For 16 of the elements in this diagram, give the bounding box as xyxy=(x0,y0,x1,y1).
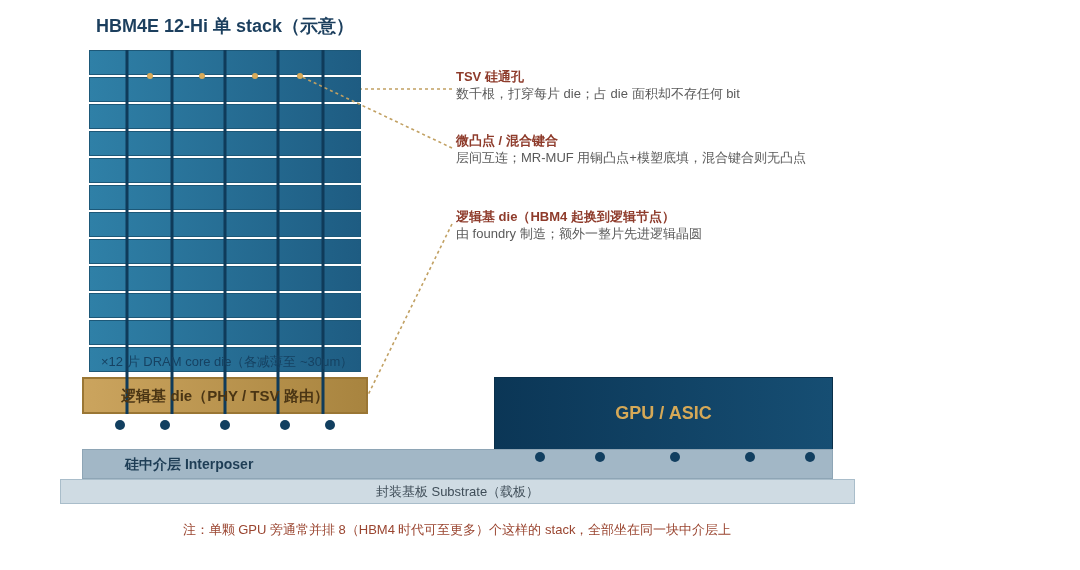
note-heading: 微凸点 / 混合键合 xyxy=(456,132,558,149)
note-text: 数千根，打穿每片 die；占 die 面积却不存任何 bit xyxy=(456,85,740,102)
leader-line xyxy=(367,223,453,396)
title: HBM4E 12-Hi 单 stack（示意） xyxy=(96,15,355,38)
note-text: 层间互连；MR-MUF 用铜凸点+模塑底填，混合键合则无凸点 xyxy=(456,149,806,166)
die-stack xyxy=(89,50,361,372)
chip-box: GPU / ASIC xyxy=(494,377,833,450)
leader-line xyxy=(360,88,453,90)
interposer-layer: 硅中介层 Interposer xyxy=(82,449,833,479)
caption: 注：单颗 GPU 旁通常并排 8（HBM4 时代可至更多）个这样的 stack，全部坐在同一块中介层上 xyxy=(182,522,732,537)
microbump-dot xyxy=(297,73,303,79)
note-heading: 逻辑基 die（HBM4 起换到逻辑节点） xyxy=(456,208,675,225)
note-heading: TSV 硅通孔 xyxy=(456,68,524,85)
substrate-layer: 封装基板 Substrate（载板） xyxy=(60,479,855,504)
note-text: 由 foundry 制造；额外一整片先进逻辑晶圆 xyxy=(456,225,702,242)
leader-line xyxy=(301,76,453,149)
